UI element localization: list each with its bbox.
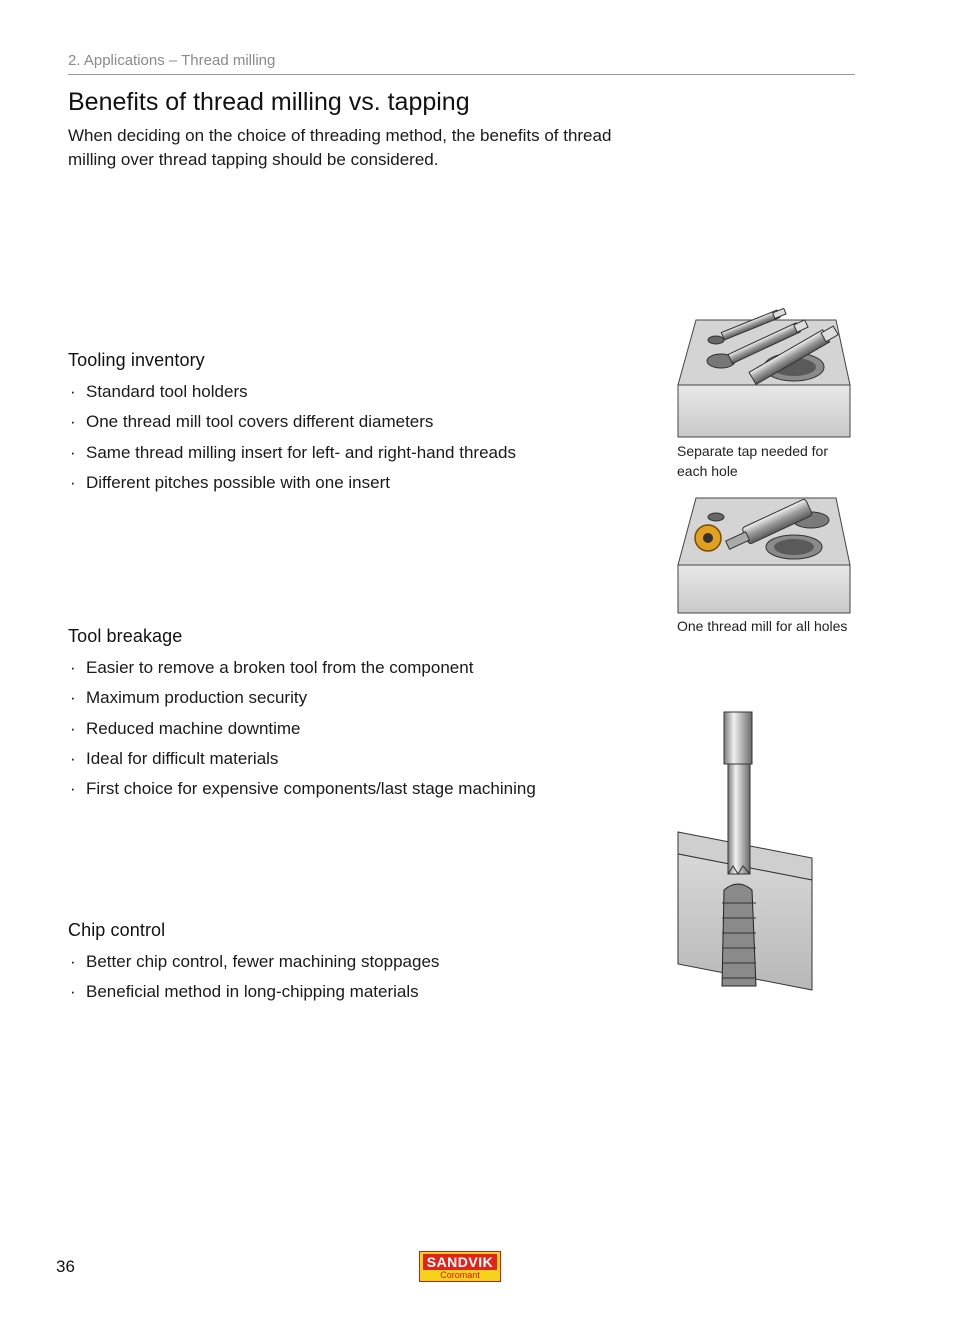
list-item: ·First choice for expensive components/l… [70, 779, 536, 799]
intro-paragraph: When deciding on the choice of threading… [68, 126, 612, 169]
bullet-list: ·Standard tool holders ·One thread mill … [68, 377, 668, 498]
section-heading: Tool breakage [68, 626, 183, 646]
bullet-list: ·Better chip control, fewer machining st… [68, 947, 668, 1008]
taps-illustration [677, 307, 851, 438]
caption-one-thread-mill: One thread mill for all holes [677, 618, 848, 634]
list-item: ·Different pitches possible with one ins… [70, 472, 390, 492]
section-heading: Chip control [68, 920, 166, 940]
section-chip-control: Chip control ·Better chip control, fewer… [68, 920, 668, 1008]
thread-mill-illustration [677, 497, 851, 614]
list-item: ·Beneficial method in long-chipping mate… [70, 982, 419, 1002]
list-item: ·Standard tool holders [70, 382, 248, 401]
section-tool-breakage: Tool breakage ·Easier to remove a broken… [68, 626, 668, 804]
list-item: ·One thread mill tool covers different d… [70, 412, 434, 432]
sandvik-coromant-logo: SANDVIK Coromant [419, 1251, 501, 1282]
list-item: ·Ideal for difficult materials [70, 748, 279, 768]
caption-separate-tap: Separate tap needed for each hole [677, 443, 829, 479]
page-title: Benefits of thread milling vs. tapping [68, 88, 470, 116]
list-item: ·Easier to remove a broken tool from the… [70, 658, 474, 677]
section-heading: Tooling inventory [68, 350, 205, 370]
list-item: ·Better chip control, fewer machining st… [70, 952, 440, 971]
broken-tap-illustration [677, 711, 813, 991]
list-item: ·Maximum production security [70, 688, 308, 708]
list-item: ·Reduced machine downtime [70, 718, 301, 738]
bullet-list: ·Easier to remove a broken tool from the… [68, 653, 668, 804]
section-tooling-inventory: Tooling inventory ·Standard tool holders… [68, 350, 668, 498]
header-rule [68, 74, 855, 75]
page-number: 36 [56, 1257, 75, 1276]
breadcrumb: 2. Applications – Thread milling [68, 52, 276, 69]
list-item: ·Same thread milling insert for left- an… [70, 442, 516, 462]
logo-subbrand: Coromant [423, 1270, 497, 1281]
logo-brand: SANDVIK [423, 1254, 497, 1270]
